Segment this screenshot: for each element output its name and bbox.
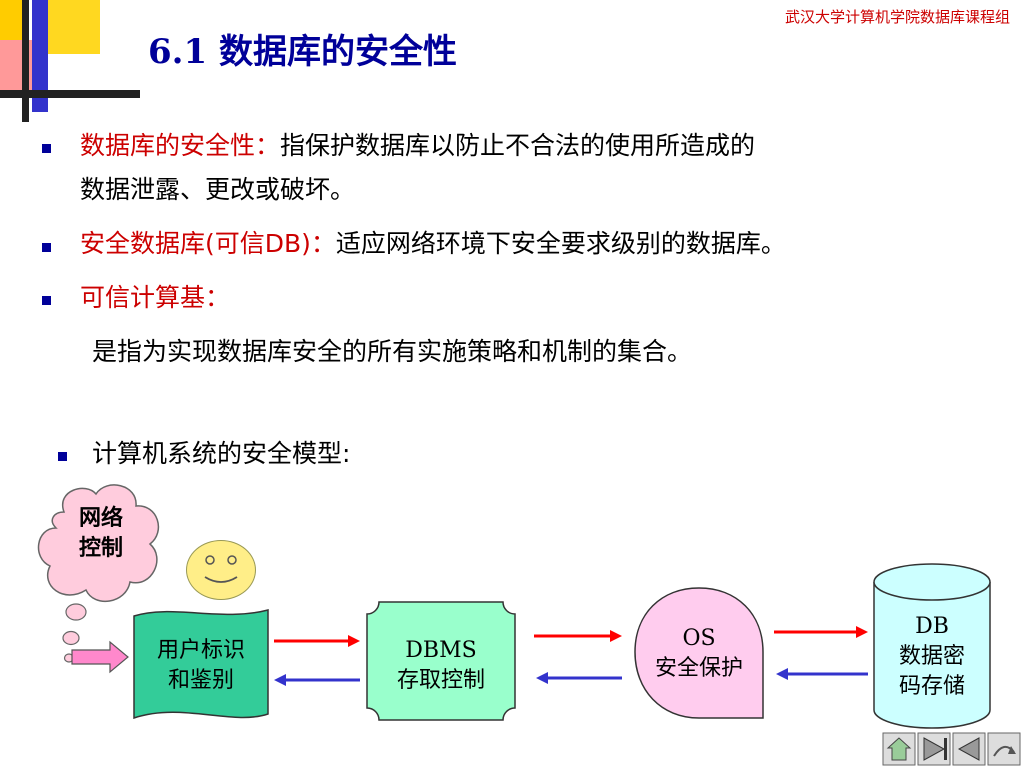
dbms-os-arrows [534,630,622,684]
dbms-access-control-box: DBMS 存取控制 [365,600,517,722]
input-arrow-icon [71,640,129,674]
slide-navigation [882,732,1022,766]
bullet-1-text: 指保护数据库以防止不合法的使用所造成的 [280,131,756,160]
slide-title: 6.1 数据库的安全性 [148,32,457,72]
return-icon[interactable] [987,732,1021,766]
bullet-marker [58,452,67,461]
security-model-heading: 计算机系统的安全模型: [92,439,351,468]
bullet-marker [42,296,51,305]
os-db-arrows [774,626,868,680]
home-icon[interactable] [882,732,916,766]
teardrop-shape [634,587,764,719]
network-control-label: 网络 控制 [78,506,123,561]
bullet-1-line-2: 数据泄露、更改或破坏。 [80,175,356,204]
document-shape [133,609,269,720]
bullet-3-text: 是指为实现数据库安全的所有实施策略和机制的集合。 [92,337,693,366]
bullet-2-text: 适应网络环境下安全要求级别的数据库。 [335,229,786,258]
cylinder-shape [873,563,991,729]
plaque-shape [366,601,516,721]
previous-icon[interactable] [952,732,986,766]
bullet-1-line-1: 数据库的安全性：指保护数据库以防止不合法的使用所造成的 [80,128,755,164]
corner-decoration-blue [32,0,48,112]
bullet-marker [42,144,51,153]
corner-decoration-yellow-square [46,0,100,54]
db-password-storage-cylinder: DB 数据密 码存储 [872,562,992,730]
user-smiley-icon [186,540,256,600]
user-identification-box: 用户标识 和鉴别 [132,606,270,730]
corner-decoration-pink [0,40,36,94]
user-dbms-arrows [274,635,360,686]
bullet-2-term: 安全数据库(可信DB)： [80,229,336,258]
user-identification-label: 用户标识 和鉴别 [156,638,245,693]
next-icon[interactable] [917,732,951,766]
os-label: OS 安全保护 [654,626,743,681]
bullet-2-line: 安全数据库(可信DB)：适应网络环境下安全要求级别的数据库。 [80,226,786,262]
cloud-shape [37,484,160,603]
db-label: DB 数据密 码存储 [898,614,965,699]
course-group-label: 武汉大学计算机学院数据库课程组 [784,8,1010,26]
bullet-marker [42,243,51,252]
corner-decoration-vertical-bar [22,0,29,122]
bullet-1-term: 数据库的安全性： [80,131,281,160]
bullet-3-term: 可信计算基： [80,283,231,312]
corner-decoration-horizontal-bar [0,90,140,98]
thought-bubbles [62,603,87,663]
dbms-label: DBMS 存取控制 [396,638,485,693]
network-control-cloud: 网络 控制 [34,478,168,612]
os-security-protection-box: OS 安全保护 [633,586,765,720]
